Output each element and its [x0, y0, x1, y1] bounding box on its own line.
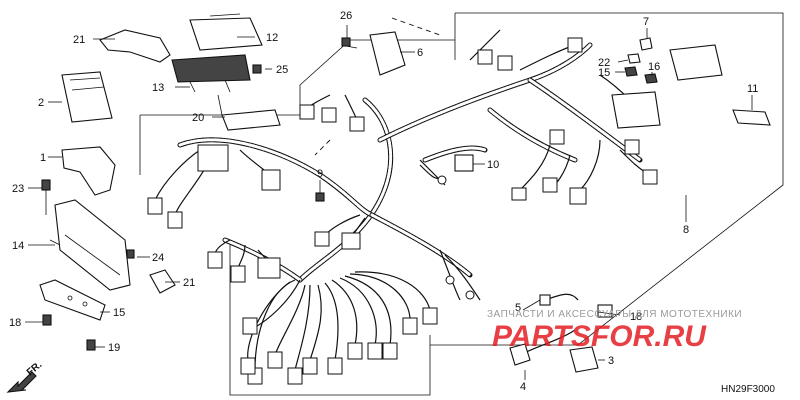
part-7-cap [639, 37, 653, 51]
part-1-cover [61, 146, 116, 196]
callout-21a: 23 [12, 183, 24, 195]
callout-20: 18 [630, 311, 642, 323]
callout-21b: 24 [152, 252, 164, 264]
callout-19: 21 [183, 277, 195, 289]
callout-3: 3 [608, 355, 614, 367]
callout-26: 16 [648, 61, 660, 73]
part-11-label [732, 109, 771, 126]
callout-15: 15 [113, 307, 125, 319]
callout-4: 4 [520, 381, 526, 393]
drawing-code: HN29F3000 [721, 384, 775, 395]
assembly-outline [139, 12, 784, 396]
callout-1: 1 [40, 152, 46, 164]
part-20-connector [597, 304, 613, 318]
part-10-connector [454, 154, 474, 172]
part-19-clip [149, 269, 176, 294]
part-2-relay-box [61, 71, 113, 123]
main-harness [177, 42, 643, 283]
harness-connectors [147, 37, 658, 385]
callout-18b: 19 [108, 342, 120, 354]
callout-9: 9 [317, 168, 323, 180]
callout-16: 20 [192, 112, 204, 124]
part-25-cap [627, 53, 641, 64]
part-12-module [189, 13, 263, 51]
part-14-bracket [49, 199, 131, 291]
callout-18a: 18 [9, 317, 21, 329]
callout-5: 5 [515, 302, 521, 314]
callout-23: 26 [340, 10, 352, 22]
part-3-relay [569, 346, 599, 373]
part-13-ecu [171, 54, 251, 93]
callout-2: 2 [38, 97, 44, 109]
fuse-box [611, 44, 723, 129]
bolts [41, 37, 358, 351]
leader-lines [25, 25, 753, 380]
callout-11: 11 [747, 83, 758, 95]
callout-numbers: 21 12 13 25 2 20 1 23 14 24 21 15 18 19 … [9, 10, 758, 393]
part-17-bracket [99, 29, 171, 63]
part-16-plate [217, 94, 281, 131]
part-15-bracket [39, 279, 106, 321]
watermark-tagline: ЗАПЧАСТИ И АКСЕССУАРЫ ДЛЯ МОТОТЕХНИКИ [487, 309, 742, 320]
callout-17: 21 [73, 34, 85, 46]
part-24-cap [624, 66, 638, 77]
reference-lines [314, 17, 441, 156]
callout-12: 12 [266, 32, 278, 44]
watermark-brand: PARTSFOR.RU [492, 320, 707, 353]
callout-24: 15 [598, 67, 610, 79]
part-6-module [369, 31, 406, 76]
callout-10: 10 [487, 159, 499, 171]
callout-13: 13 [152, 82, 164, 94]
watermark: ЗАПЧАСТИ И АКСЕССУАРЫ ДЛЯ МОТОТЕХНИКИ PA… [487, 309, 742, 353]
front-arrow: FR. [6, 359, 44, 393]
callout-25: 22 [598, 57, 610, 69]
callout-6: 6 [417, 47, 423, 59]
callout-8: 8 [683, 224, 689, 236]
part-4-sensor [509, 329, 576, 366]
callout-22: 25 [276, 64, 288, 76]
part-5-sensor [539, 293, 579, 306]
part-26-cap [644, 73, 658, 84]
callout-7: 7 [643, 16, 649, 28]
callout-14: 14 [12, 240, 24, 252]
